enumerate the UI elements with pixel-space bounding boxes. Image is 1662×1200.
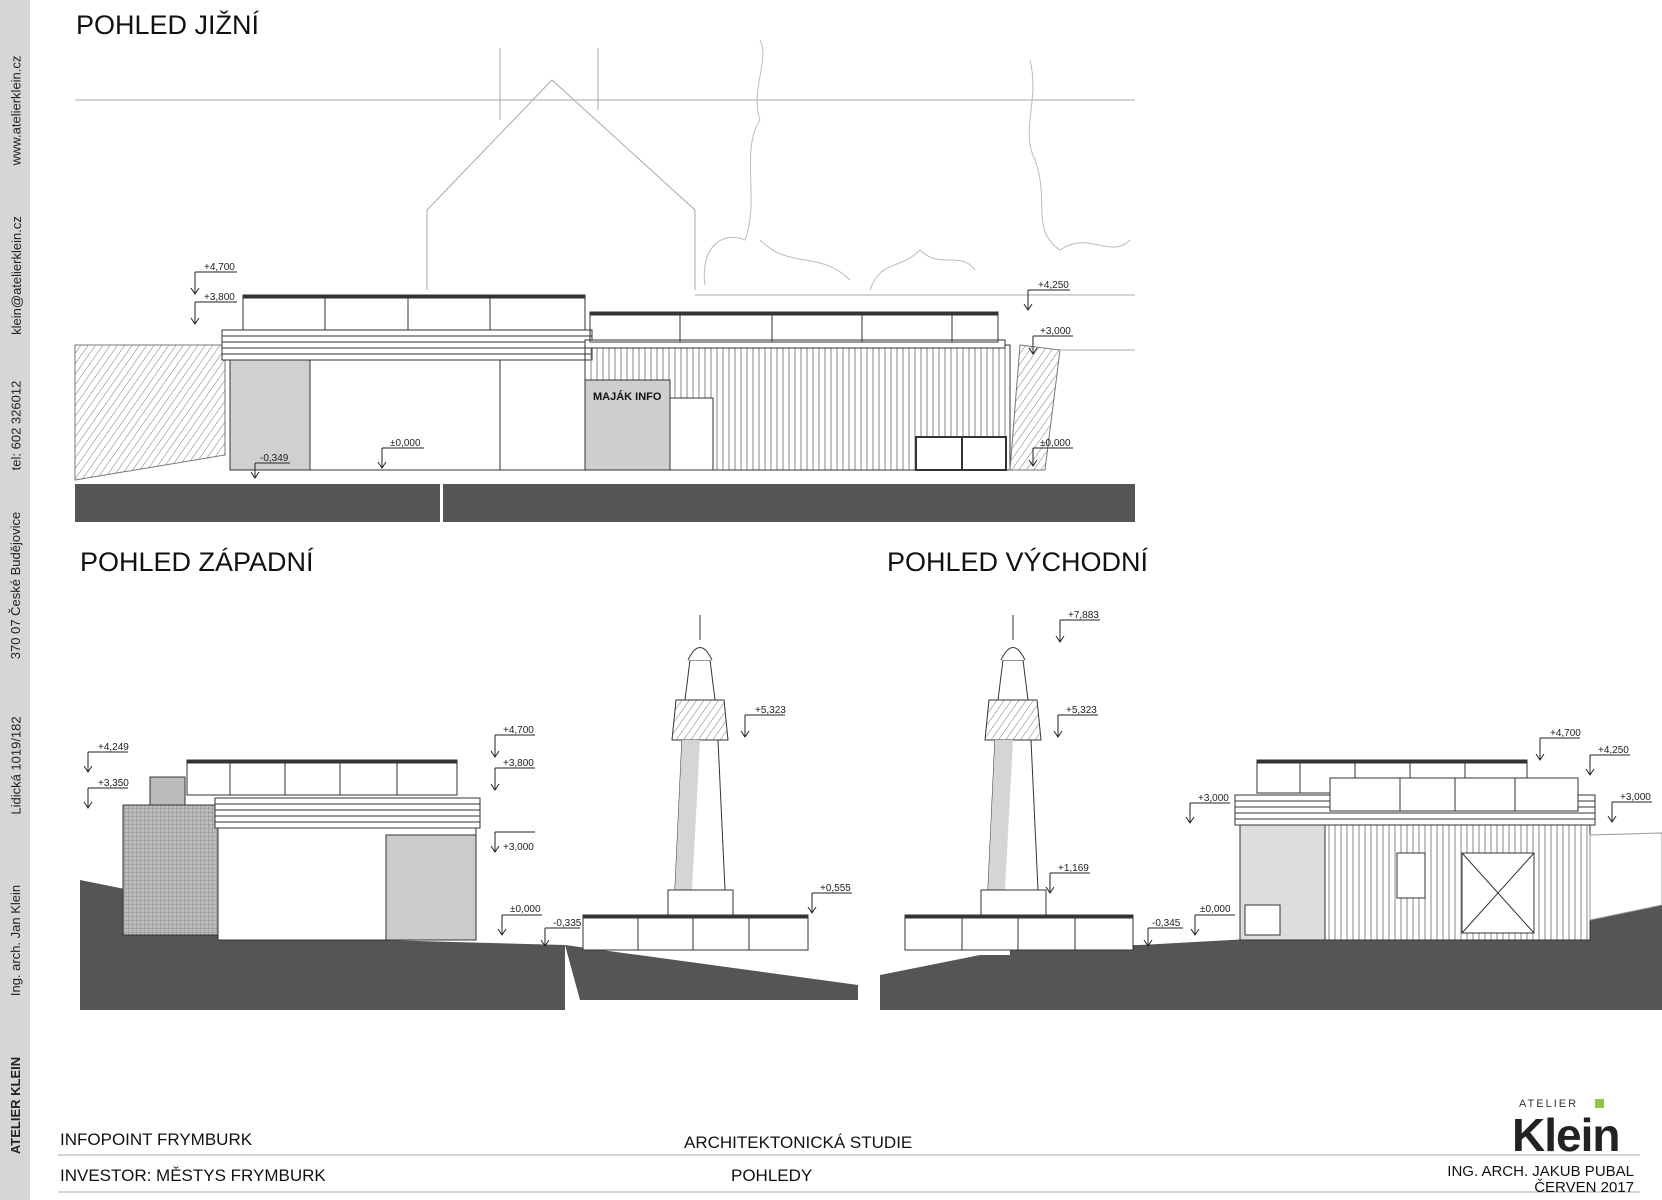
level-label: +4,250 [1038, 280, 1069, 291]
level-label: +0,555 [820, 883, 851, 894]
level-label: +3,000 [1040, 326, 1071, 337]
left-slope [74, 344, 226, 481]
level-label: +5,323 [1066, 705, 1097, 716]
project-name: INFOPOINT FRYMBURK [60, 1130, 253, 1149]
project-stage: ARCHITEKTONICKÁ STUDIE [684, 1133, 913, 1152]
west-fascia [214, 797, 481, 829]
level-label: ±0,000 [1040, 438, 1071, 449]
logo-accent-square [1595, 1099, 1604, 1108]
east-right-bank [1589, 832, 1662, 921]
west-elevation [80, 615, 858, 1010]
west-level-labels: +4,249 +3,350 +4,700 +3,800 +3,000 ±0,00… [98, 705, 851, 929]
east-window [1396, 852, 1426, 899]
logo-klein: Klein [1512, 1109, 1620, 1161]
title-west-view: POHLED ZÁPADNÍ [80, 547, 314, 577]
level-label: +1,169 [1058, 863, 1089, 874]
level-label: +4,249 [98, 742, 129, 753]
west-lighthouse [667, 615, 734, 916]
level-label: ±0,000 [1200, 904, 1231, 915]
east-level-labels: +7,883 +5,323 +1,169 -0,345 ±0,000 +3,00… [1058, 610, 1651, 929]
west-ground-right [565, 945, 858, 1000]
east-lighthouse [980, 615, 1047, 916]
south-ground [75, 484, 440, 522]
right-bank [1009, 344, 1061, 471]
level-label: +3,000 [1198, 793, 1229, 804]
level-label: ±0,000 [510, 904, 541, 915]
author: ING. ARCH. JAKUB PUBAL [1447, 1163, 1634, 1180]
level-label: +4,700 [204, 262, 235, 273]
east-level-markers [1045, 619, 1652, 947]
level-label: +4,700 [1550, 728, 1581, 739]
south-level-markers [190, 271, 1073, 479]
left-roof-railing [242, 294, 586, 331]
level-label: -0,335 [553, 918, 582, 929]
level-label: -0,345 [1152, 918, 1181, 929]
east-roof-railing [1256, 759, 1579, 812]
level-label: +3,350 [98, 778, 129, 789]
level-label: +5,323 [755, 705, 786, 716]
drawing-name: POHLEDY [731, 1166, 813, 1185]
contact-sidebar: www.atelierklein.cz klein@atelierklein.c… [0, 0, 30, 1200]
west-deck-railing [582, 914, 809, 951]
south-elevation: MAJÁK INFO [74, 39, 1135, 522]
level-label: +4,700 [503, 725, 534, 736]
level-label: +3,800 [204, 292, 235, 303]
west-roof-railing [186, 759, 458, 796]
tree-outline [703, 39, 1131, 291]
entrance-door [669, 397, 714, 471]
logo-atelier: ATELIER [1519, 1098, 1579, 1110]
title-block-rules [58, 1154, 1640, 1193]
left-fascia [221, 329, 593, 361]
west-level-markers [83, 714, 852, 947]
level-label: +4,250 [1598, 745, 1629, 756]
investor: INVESTOR: MĚSTYS FRYMBURK [60, 1166, 326, 1185]
date: ČERVEN 2017 [1534, 1179, 1634, 1196]
level-label: +3,000 [503, 842, 534, 853]
south-ground-2 [443, 484, 1135, 522]
title-east-view: POHLED VÝCHODNÍ [887, 547, 1149, 577]
level-label: -0,349 [260, 453, 289, 464]
level-label: ±0,000 [390, 438, 421, 449]
south-level-labels: +4,700 +3,800 -0,349 ±0,000 +4,250 +3,00… [204, 262, 1071, 464]
background-building [75, 48, 1135, 296]
east-elevation [880, 615, 1662, 1010]
right-roof-railing [589, 311, 999, 343]
east-ground-left [880, 955, 1010, 1010]
west-brick-volume [122, 804, 219, 936]
sign-text: MAJÁK INFO [593, 390, 662, 403]
level-label: +7,883 [1068, 610, 1099, 621]
title-south-view: POHLED JIŽNÍ [76, 10, 260, 40]
level-label: +3,000 [1620, 792, 1651, 803]
east-deck-railing [904, 914, 1134, 951]
level-label: +3,800 [503, 758, 534, 769]
